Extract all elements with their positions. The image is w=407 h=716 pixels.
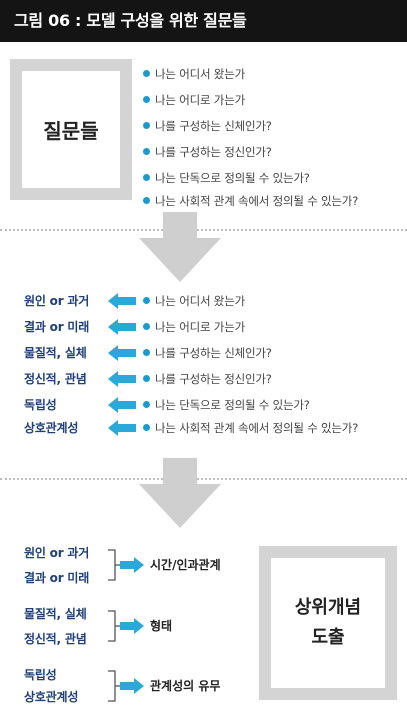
bullet-dot-icon xyxy=(143,148,150,155)
question-item-4b: 나를 구성하는 정신인가? xyxy=(143,371,272,387)
derivation-box: 상위개념 도출 xyxy=(259,546,397,700)
questions-box-label: 질문들 xyxy=(43,119,99,143)
bullet-dot-icon xyxy=(143,323,150,330)
dotted-divider-2 xyxy=(0,478,407,480)
group-2-result: 형태 xyxy=(150,619,173,633)
mapped-label-3: 물질적, 실체 xyxy=(24,346,87,360)
question-item-4: 나를 구성하는 정신인가? xyxy=(143,144,272,160)
question-item-5: 나는 단독으로 정의될 수 있는가? xyxy=(143,170,310,186)
derivation-box-inner: 상위개념 도출 xyxy=(271,558,385,688)
left-arrow-icon xyxy=(108,293,136,309)
question-item-3: 나를 구성하는 신체인가? xyxy=(143,118,272,134)
mapped-label-1: 원인 or 과거 xyxy=(24,294,90,308)
question-item-2: 나는 어디로 가는가 xyxy=(143,92,245,108)
bullet-dot-icon xyxy=(143,349,150,356)
bullet-dot-icon xyxy=(143,401,150,408)
right-arrow-icon xyxy=(120,557,144,573)
down-arrow-icon xyxy=(139,458,221,528)
mapped-label-2: 결과 or 미래 xyxy=(24,320,90,334)
down-arrow-icon xyxy=(139,212,221,282)
derivation-box-line-2: 도출 xyxy=(311,627,345,648)
group-3-result: 관계성의 유무 xyxy=(150,679,221,693)
question-item-3b: 나를 구성하는 신체인가? xyxy=(143,345,272,361)
bullet-dot-icon xyxy=(143,197,150,204)
right-arrow-icon xyxy=(120,618,144,634)
mapped-label-6: 상호관계성 xyxy=(24,421,79,435)
left-arrow-icon xyxy=(108,420,136,436)
questions-box: 질문들 xyxy=(10,59,132,200)
left-arrow-icon xyxy=(108,397,136,413)
bullet-dot-icon xyxy=(143,174,150,181)
question-item-6: 나는 사회적 관계 속에서 정의될 수 있는가? xyxy=(143,193,358,209)
group-1-label-2: 결과 or 미래 xyxy=(24,571,90,585)
derivation-box-line-1: 상위개념 xyxy=(294,597,362,618)
bullet-dot-icon xyxy=(143,122,150,129)
mapped-label-5: 독립성 xyxy=(24,398,57,412)
group-2-label-1: 물질적, 실체 xyxy=(24,607,87,621)
dotted-divider-1 xyxy=(0,229,407,231)
bullet-dot-icon xyxy=(143,375,150,382)
left-arrow-icon xyxy=(108,371,136,387)
left-arrow-icon xyxy=(108,319,136,335)
group-3-label-1: 독립성 xyxy=(24,668,57,682)
bullet-dot-icon xyxy=(143,70,150,77)
group-1-label-1: 원인 or 과거 xyxy=(24,546,90,560)
questions-box-inner: 질문들 xyxy=(22,71,120,188)
bullet-dot-icon xyxy=(143,297,150,304)
figure-title: 그림 06 : 모델 구성을 위한 질문들 xyxy=(0,0,407,42)
group-2-label-2: 정신적, 관념 xyxy=(24,632,87,646)
bullet-dot-icon xyxy=(143,424,150,431)
left-arrow-icon xyxy=(108,345,136,361)
right-arrow-icon xyxy=(120,678,144,694)
question-item-2b: 나는 어디로 가는가 xyxy=(143,319,245,335)
question-item-5b: 나는 단독으로 정의될 수 있는가? xyxy=(143,397,310,413)
question-item-1: 나는 어디서 왔는가 xyxy=(143,66,245,82)
group-1-result: 시간/인과관계 xyxy=(150,558,221,572)
mapped-label-4: 정신적, 관념 xyxy=(24,372,87,386)
question-item-1b: 나는 어디서 왔는가 xyxy=(143,293,245,309)
group-3-label-2: 상호관계성 xyxy=(24,690,79,704)
question-item-6b: 나는 사회적 관계 속에서 정의될 수 있는가? xyxy=(143,420,358,436)
bullet-dot-icon xyxy=(143,96,150,103)
